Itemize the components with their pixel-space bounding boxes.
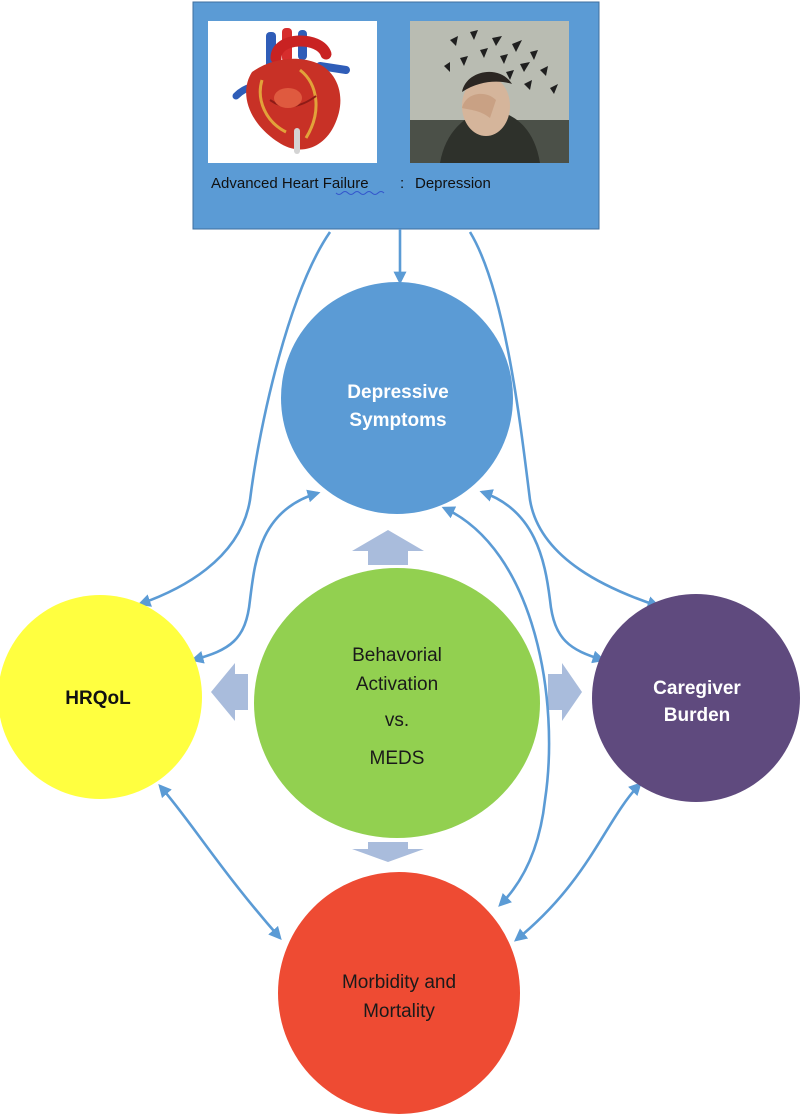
intervention-ellipse xyxy=(254,568,540,838)
node-morbidity-mortality: Morbidity and Mortality xyxy=(278,872,520,1114)
block-arrow-up xyxy=(352,530,424,565)
arrow-caregiver-morbidity xyxy=(513,782,642,942)
intervention-line3: vs. xyxy=(385,710,409,731)
anatomical-heart-icon xyxy=(208,21,377,163)
arrow-hrqol-morbidity xyxy=(158,784,282,940)
depressive-symptoms-circle xyxy=(281,282,513,514)
caregiver-burden-line1: Caregiver xyxy=(653,678,741,699)
block-arrow-down xyxy=(352,842,424,862)
intervention-line1: Behavorial xyxy=(352,645,442,666)
node-intervention: Behavorial Activation vs. MEDS xyxy=(254,568,540,838)
caregiver-burden-circle xyxy=(592,594,800,802)
hrqol-label: HRQoL xyxy=(65,688,131,709)
header-caption-right: Depression xyxy=(415,175,491,192)
depressive-symptoms-line1: Depressive xyxy=(347,382,448,403)
hrqol-circle xyxy=(0,595,202,799)
arrow-depressive-caregiver xyxy=(479,489,606,664)
header-caption-separator: : xyxy=(400,175,404,192)
distressed-man-dispersing-icon xyxy=(410,21,569,163)
header-caption-left: Advanced Heart Failure xyxy=(211,175,369,192)
morbidity-mortality-line2: Mortality xyxy=(363,1001,435,1022)
morbidity-mortality-line1: Morbidity and xyxy=(342,972,456,993)
spellcheck-underline xyxy=(335,191,385,195)
node-caregiver-burden: Caregiver Burden xyxy=(592,594,800,802)
morbidity-mortality-circle xyxy=(278,872,520,1114)
flow-arrows xyxy=(137,229,661,942)
depressive-symptoms-line2: Symptoms xyxy=(349,410,446,431)
header-box: Advanced Heart Failure : Depression xyxy=(192,1,600,230)
block-arrow-left xyxy=(211,663,248,721)
caregiver-burden-line2: Burden xyxy=(664,705,731,726)
block-arrow-right xyxy=(548,663,582,721)
arrow-depressive-hrqol xyxy=(190,489,321,664)
node-depressive-symptoms: Depressive Symptoms xyxy=(281,282,513,514)
node-hrqol: HRQoL xyxy=(0,595,202,799)
intervention-line2: Activation xyxy=(356,674,438,695)
intervention-line4: MEDS xyxy=(370,748,425,769)
